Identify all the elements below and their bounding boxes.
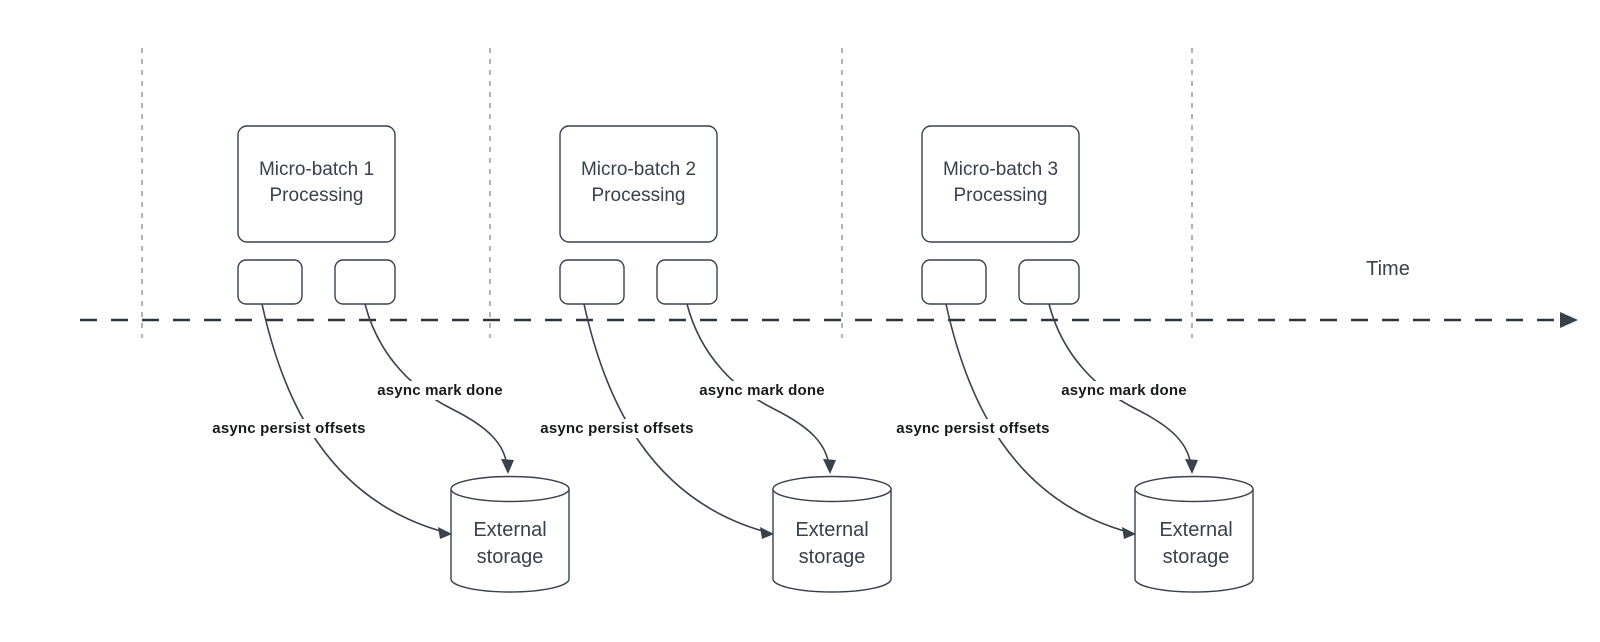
persist-offsets-label: async persist offsets xyxy=(522,419,712,438)
external-storage-label: External storage xyxy=(773,517,891,571)
micro-batch-box xyxy=(559,125,718,243)
done-task-box xyxy=(656,259,718,305)
micro-batch-title: Micro-batch 1 xyxy=(258,159,375,180)
micro-batch-label: Micro-batch 1 Processing xyxy=(238,157,395,209)
micro-batch-box xyxy=(921,125,1080,243)
storage-cylinder-top xyxy=(772,475,892,503)
storage-line1: External xyxy=(795,519,869,541)
offset-task-box xyxy=(559,259,625,305)
storage-cylinder-top xyxy=(1134,475,1254,503)
batch-interval-guides xyxy=(141,48,1193,338)
external-storage-label: External storage xyxy=(1137,517,1255,571)
time-axis xyxy=(80,312,1578,328)
storage-cylinder-top xyxy=(450,475,570,503)
persist-arrowhead-icon xyxy=(760,527,774,539)
persist-offsets-label: async persist offsets xyxy=(194,419,384,438)
done-arrowhead-icon xyxy=(501,459,514,474)
micro-batch-group-3 xyxy=(921,125,1254,593)
storage-line2: storage xyxy=(798,546,866,568)
micro-batch-subtitle: Processing xyxy=(953,185,1048,206)
micro-batch-group-1 xyxy=(237,125,570,593)
done-arrowhead-icon xyxy=(1185,459,1198,474)
done-task-box xyxy=(1018,259,1080,305)
storage-cylinder-body xyxy=(772,489,892,593)
persist-offsets-arrow xyxy=(945,303,1129,533)
storage-line2: storage xyxy=(476,546,544,568)
mark-done-label: async mark done xyxy=(686,381,838,400)
time-axis-arrowhead-icon xyxy=(1560,312,1578,328)
done-task-box xyxy=(334,259,396,305)
micro-batch-subtitle: Processing xyxy=(591,185,686,206)
persist-offsets-label: async persist offsets xyxy=(878,419,1068,438)
persist-offsets-arrow xyxy=(583,303,767,533)
persist-arrowhead-icon xyxy=(438,527,452,539)
mark-done-arrow xyxy=(686,303,830,468)
storage-cylinder-body xyxy=(1134,489,1254,593)
mark-done-arrow xyxy=(364,303,508,468)
storage-line1: External xyxy=(1159,519,1233,541)
external-storage-label: External storage xyxy=(451,517,569,571)
micro-batch-group-2 xyxy=(559,125,892,593)
micro-batch-title: Micro-batch 2 xyxy=(580,159,697,180)
storage-cylinder-body xyxy=(450,489,570,593)
mark-done-arrow xyxy=(1048,303,1192,468)
storage-line2: storage xyxy=(1162,546,1230,568)
micro-batch-subtitle: Processing xyxy=(269,185,364,206)
storage-line1: External xyxy=(473,519,547,541)
done-arrowhead-icon xyxy=(823,459,836,474)
time-axis-label: Time xyxy=(1366,258,1410,280)
micro-batch-label: Micro-batch 3 Processing xyxy=(922,157,1079,209)
micro-batch-label: Micro-batch 2 Processing xyxy=(560,157,717,209)
persist-arrowhead-icon xyxy=(1122,527,1136,539)
micro-batch-box xyxy=(237,125,396,243)
mark-done-label: async mark done xyxy=(1048,381,1200,400)
offset-task-box xyxy=(921,259,987,305)
persist-offsets-arrow xyxy=(261,303,445,533)
micro-batch-title: Micro-batch 3 xyxy=(942,159,1059,180)
offset-task-box xyxy=(237,259,303,305)
mark-done-label: async mark done xyxy=(364,381,516,400)
